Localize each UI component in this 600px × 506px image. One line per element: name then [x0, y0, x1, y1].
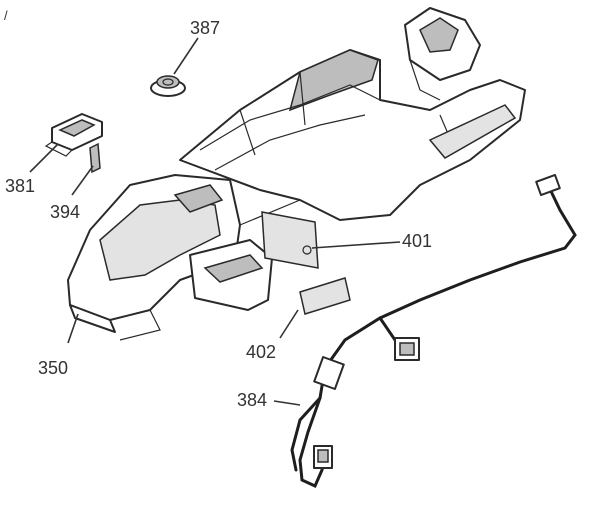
switch-part-381: [44, 113, 103, 157]
wiring-harness-part-384: [290, 174, 577, 489]
leader-381: [29, 143, 59, 173]
callout-387: 387: [190, 18, 220, 38]
callout-350: 350: [38, 358, 68, 378]
pad-part-394: [89, 142, 101, 174]
grommet-part-387: [150, 75, 186, 97]
housing-part-350: [67, 7, 526, 341]
leader-401: [311, 241, 401, 249]
callout-384: 384: [237, 390, 267, 410]
leader-387: [173, 37, 199, 75]
leader-384: [273, 400, 301, 406]
callout-401: 401: [402, 231, 432, 251]
callout-394: 394: [50, 202, 80, 222]
leader-394: [71, 165, 94, 196]
leader-350: [67, 313, 79, 344]
leader-402: [279, 309, 299, 339]
label-part-402: [299, 277, 351, 315]
callout-381: 381: [5, 176, 35, 196]
corner-mark: /: [4, 8, 8, 23]
callout-402: 402: [246, 342, 276, 362]
label-part-401: [261, 211, 319, 269]
